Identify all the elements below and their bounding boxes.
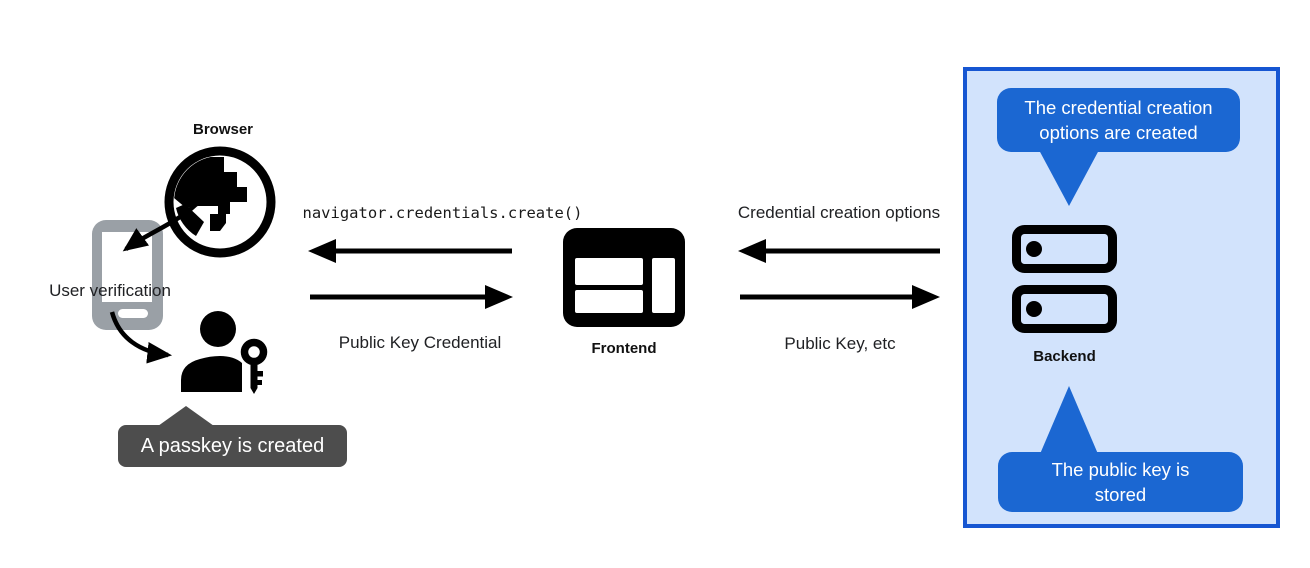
user-verification-label: User verification [49, 281, 171, 300]
arrow-browser-to-phone [122, 190, 209, 252]
arrow-frontend-to-backend [912, 285, 940, 309]
frontend-label: Frontend [591, 340, 657, 357]
passkey-tooltip: A passkey is created [118, 425, 347, 467]
public-key-stored-text: The public key is stored [1051, 459, 1190, 505]
arrow-browser-to-frontend [485, 285, 513, 309]
mid-arrows [308, 239, 513, 309]
options-created-text: The credential creation options are crea… [1024, 97, 1213, 143]
browser-window-icon [563, 228, 685, 327]
passkey-tooltip-tail [158, 406, 214, 426]
create-call-label: navigator.credentials.create() [302, 204, 583, 222]
flow-curved-arrows [109, 190, 209, 364]
globe-icon [164, 146, 276, 258]
credential-creation-options-label: Credential creation options [737, 203, 941, 222]
backend-label: Backend [1033, 348, 1096, 365]
browser-label: Browser [192, 121, 254, 138]
arrow-frontend-to-browser [308, 239, 336, 263]
public-key-credential-label: Public Key Credential [338, 333, 502, 352]
person-with-key-icon [181, 311, 268, 394]
options-created-callout: The credential creation options are crea… [997, 88, 1240, 152]
right-arrows [738, 239, 940, 309]
arrow-backend-to-frontend [738, 239, 766, 263]
public-key-etc-label: Public Key, etc [784, 334, 896, 353]
arrow-phone-to-user [109, 311, 173, 364]
server-stack-icon [1012, 225, 1117, 333]
public-key-stored-callout: The public key is stored [998, 452, 1243, 512]
